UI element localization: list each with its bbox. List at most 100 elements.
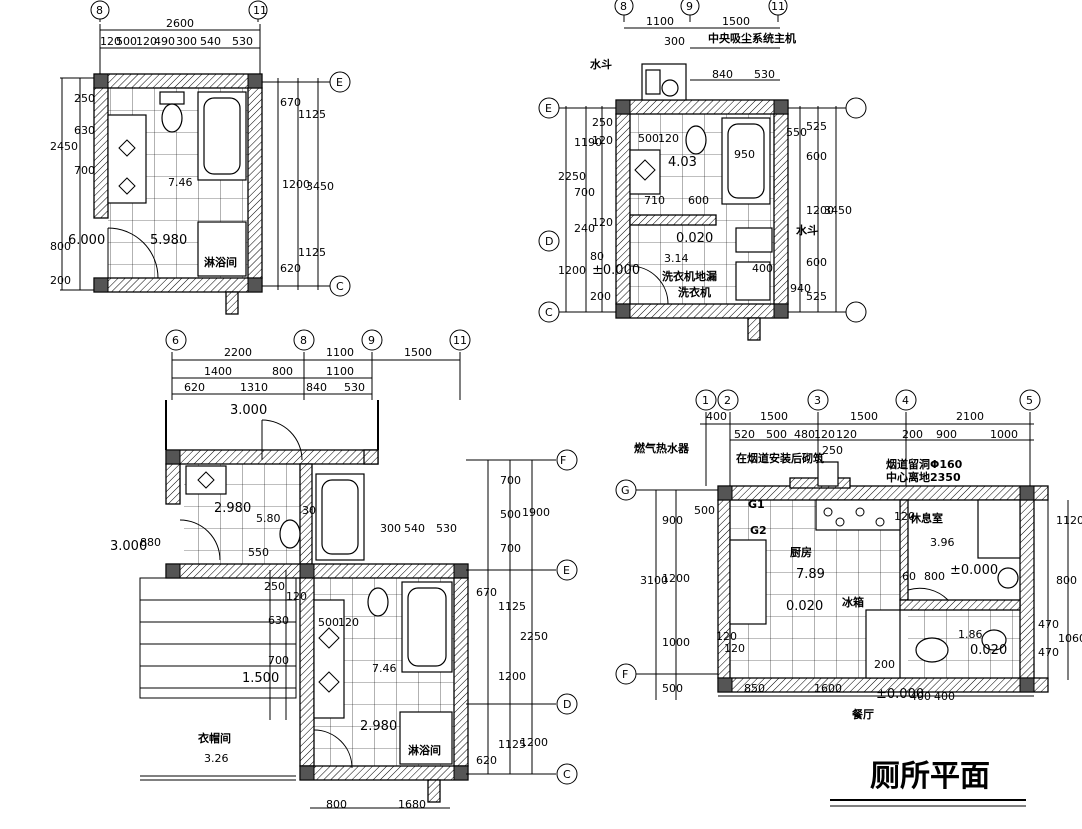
axis-label: E xyxy=(336,76,343,89)
dim-label: 900 xyxy=(662,514,683,527)
room-label: 厨房 xyxy=(790,545,812,559)
dim-label: 250 xyxy=(592,116,613,129)
dim-label: 120 xyxy=(716,630,737,643)
dim-label: 1500 xyxy=(722,15,750,28)
dim-label: 550 xyxy=(248,546,269,559)
level-label: 0.020 xyxy=(786,599,823,614)
dim-label: 500 xyxy=(638,132,659,145)
dim-label: 620 xyxy=(184,381,205,394)
callout-label: G1 xyxy=(748,498,765,511)
dim-label: 1125 xyxy=(298,108,326,121)
dim-label: 120 xyxy=(814,428,835,441)
axis-label: 8 xyxy=(300,334,307,347)
level-label: 4.03 xyxy=(668,155,697,170)
dim-label: 1000 xyxy=(662,636,690,649)
dim-label: 300 xyxy=(176,35,197,48)
level-label: 6.000 xyxy=(68,233,105,248)
axis-label: D xyxy=(545,235,553,248)
dim-label: 240 xyxy=(574,222,595,235)
dim-label: 400 xyxy=(910,690,931,703)
dim-label: 250 xyxy=(264,580,285,593)
axis-label: 9 xyxy=(368,334,375,347)
dim-label: 600 xyxy=(806,150,827,163)
dim-label: 1200 xyxy=(558,264,586,277)
dim-label: 3450 xyxy=(306,180,334,193)
dim-label: 1200 xyxy=(806,204,834,217)
dim-label: 120 xyxy=(100,35,121,48)
axis-label: D xyxy=(563,698,571,711)
axis-label: 2 xyxy=(724,394,731,407)
dim-label: 950 xyxy=(734,148,755,161)
dim-label: 1000 xyxy=(990,428,1018,441)
dim-label: 1100 xyxy=(326,365,354,378)
dim-label: 3450 xyxy=(824,204,852,217)
axis-label: 8 xyxy=(620,0,627,13)
axis-label: C xyxy=(336,280,344,293)
dim-label: 700 xyxy=(74,164,95,177)
dim-label: 1900 xyxy=(522,506,550,519)
dim-label: 1125 xyxy=(298,246,326,259)
dim-label: 530 xyxy=(344,381,365,394)
axis-label: 8 xyxy=(96,4,103,17)
dim-label: 1125 xyxy=(498,738,526,751)
level-label: ±0.000 xyxy=(876,687,924,702)
axis-label: E xyxy=(545,102,552,115)
dim-label: 1500 xyxy=(850,410,878,423)
level-label: 7.46 xyxy=(168,176,193,189)
dim-label: 1310 xyxy=(240,381,268,394)
dim-label: 630 xyxy=(74,124,95,137)
dim-label: 530 xyxy=(754,68,775,81)
level-label: 0.020 xyxy=(970,643,1007,658)
callout-label: 洗衣机 xyxy=(678,285,711,299)
axis-label: F xyxy=(622,668,628,681)
plan-d xyxy=(615,389,1069,700)
dim-label: 1200 xyxy=(520,736,548,749)
dim-label: 120 xyxy=(286,590,307,603)
dim-label: 800 xyxy=(924,570,945,583)
dim-label: 500 xyxy=(500,508,521,521)
dim-label: 1500 xyxy=(760,410,788,423)
dim-label: 525 xyxy=(806,290,827,303)
dim-label: 800 xyxy=(326,798,347,811)
callout-label: 水斗 xyxy=(590,57,612,71)
dim-label: 800 xyxy=(272,365,293,378)
dim-label: 30 xyxy=(302,504,316,517)
dim-label: 500 xyxy=(116,35,137,48)
dim-label: 600 xyxy=(806,256,827,269)
level-label: ±0.000 xyxy=(950,563,998,578)
room-label: 衣帽间 xyxy=(198,731,231,745)
plan-b xyxy=(538,0,867,341)
dim-label: 800 xyxy=(50,240,71,253)
dim-label: 700 xyxy=(500,542,521,555)
dim-label: 120 xyxy=(658,132,679,145)
dim-label: 880 xyxy=(140,536,161,549)
dim-label: 940 xyxy=(790,282,811,295)
dim-label: 1100 xyxy=(326,346,354,359)
dim-label: 530 xyxy=(232,35,253,48)
axis-label: 11 xyxy=(771,0,785,13)
dim-label: 120 xyxy=(338,616,359,629)
dim-label: 2450 xyxy=(50,140,78,153)
dim-label: 120 xyxy=(592,216,613,229)
dim-label: 2250 xyxy=(558,170,586,183)
dim-label: 300 xyxy=(380,522,401,535)
dim-label: 1200 xyxy=(662,572,690,585)
dim-label: 1190 xyxy=(574,136,602,149)
room-label: 淋浴间 xyxy=(204,255,237,269)
plan-c xyxy=(139,329,578,809)
axis-label: C xyxy=(545,306,553,319)
axis-label: F xyxy=(560,454,566,467)
dim-label: 400 xyxy=(752,262,773,275)
dim-label: 1600 xyxy=(814,682,842,695)
dim-label: 80 xyxy=(590,250,604,263)
dim-label: 700 xyxy=(268,654,289,667)
plan-a xyxy=(60,0,351,315)
dim-label: 840 xyxy=(712,68,733,81)
axis-label: 6 xyxy=(172,334,179,347)
dim-label: 120 xyxy=(136,35,157,48)
axis-label: 3 xyxy=(814,394,821,407)
dim-label: 480 xyxy=(794,428,815,441)
dim-label: 500 xyxy=(662,682,683,695)
dim-label: 1100 xyxy=(646,15,674,28)
